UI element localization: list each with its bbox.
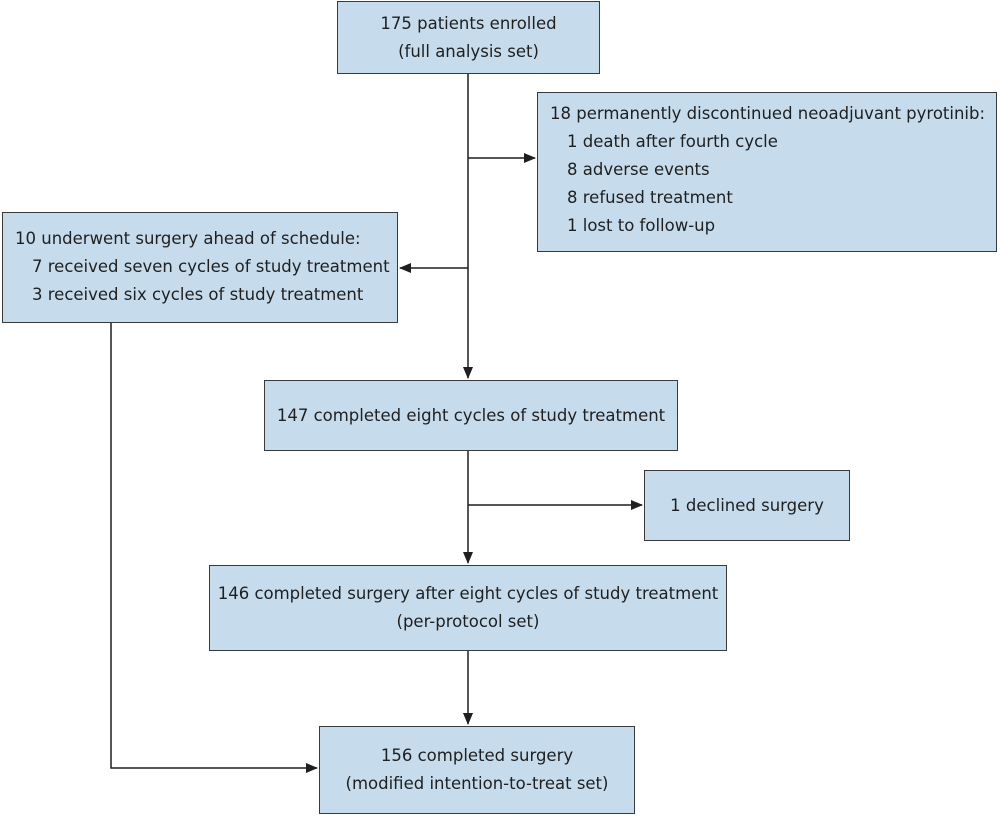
discontinued-box: 18 permanently discontinued neoadjuvant … — [537, 92, 997, 252]
declined-line1: 1 declined surgery — [670, 495, 824, 515]
declined-box: 1 declined surgery — [644, 470, 850, 541]
enrolled-line1: 175 patients enrolled — [380, 13, 557, 33]
completed-eight-box: 147 completed eight cycles of study trea… — [264, 380, 678, 451]
early-surgery-box: 10 underwent surgery ahead of schedule: … — [2, 212, 398, 323]
discontinued-heading: 18 permanently discontinued neoadjuvant … — [550, 104, 986, 123]
per-protocol-line1: 146 completed surgery after eight cycles… — [217, 584, 719, 603]
early-surgery-item: 3 received six cycles of study treatment — [32, 285, 364, 304]
discontinued-item: 1 death after fourth cycle — [567, 132, 778, 151]
mitt-line1: 156 completed surgery — [380, 746, 574, 765]
mitt-line2: (modified intention-to-treat set) — [345, 774, 609, 793]
enrolled-line2: (full analysis set) — [398, 41, 539, 61]
early-surgery-item: 7 received seven cycles of study treatme… — [32, 257, 390, 276]
completed-eight-line1: 147 completed eight cycles of study trea… — [276, 405, 666, 425]
discontinued-item: 8 adverse events — [567, 160, 710, 179]
discontinued-item: 8 refused treatment — [567, 188, 733, 207]
early-surgery-heading: 10 underwent surgery ahead of schedule: — [15, 229, 361, 248]
mitt-box: 156 completed surgery (modified intentio… — [319, 726, 635, 814]
enrolled-box: 175 patients enrolled (full analysis set… — [337, 1, 600, 74]
discontinued-item: 1 lost to follow-up — [567, 216, 716, 235]
per-protocol-line2: (per-protocol set) — [396, 612, 540, 631]
early-surgery-to-mitt-connector — [110, 323, 318, 773]
per-protocol-box: 146 completed surgery after eight cycles… — [209, 565, 727, 651]
